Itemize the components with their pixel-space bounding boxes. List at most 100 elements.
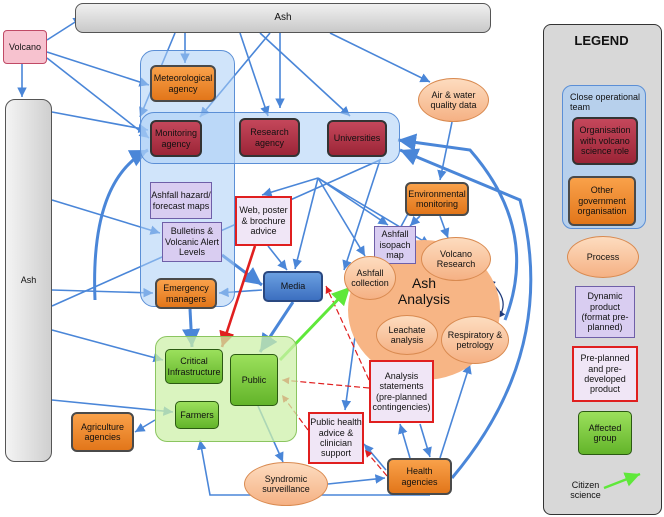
legend-title-text: LEGEND [574, 32, 629, 48]
media-node: Media [263, 271, 323, 302]
leachate-analysis-node: Leachate analysis [376, 315, 438, 355]
emergency-managers-label: Emergency managers [163, 283, 209, 304]
syndromic-surveillance-label: Syndromic surveillance [262, 473, 310, 494]
ash-left-to-emergency-arrow [51, 287, 154, 298]
meteorological-agency-node: Meteorological agency [150, 65, 216, 102]
monitoring-agency-label: Monitoring agency [154, 128, 198, 149]
air-water-quality-label: Air & water quality data [430, 89, 477, 110]
ash-left-to-monitoring-arrow [51, 111, 149, 133]
legend-government-swatch: Other government organisation [568, 176, 636, 226]
volcano-to-monitoring-arrow [46, 57, 150, 139]
ash-top-bar: Ash [75, 3, 491, 33]
legend-preplanned-swatch: Pre-planned and pre-developed product [572, 346, 638, 402]
critical-infrastructure-label: Critical Infrastructure [167, 356, 221, 377]
environmental-monitoring-label: Environmental monitoring [408, 188, 466, 209]
public-health-label: Public health advice & clinician support [310, 417, 362, 459]
web-to-media-arrow [267, 245, 288, 271]
ashfall-hazard-node: Ashfall hazard/ forecast maps [150, 182, 212, 219]
legend-preplanned-label: Pre-planned and pre-developed product [580, 353, 630, 395]
legend-organisation-swatch: Organisation with volcano science role [572, 117, 638, 165]
legend-citizen-arrow [603, 472, 641, 490]
ashfall-collection-node: Ashfall collection [344, 256, 396, 300]
air-water-quality-node: Air & water quality data [418, 78, 489, 122]
legend-citizen-label: Citizen science [570, 480, 601, 501]
volcano-label: Volcano [8, 41, 42, 52]
environmental-monitoring-node: Environmental monitoring [405, 182, 469, 216]
row-fan-media-arrow [292, 177, 319, 270]
public-label: Public [241, 374, 267, 385]
volcano-node: Volcano [3, 30, 47, 64]
health-to-analysis-arrow [398, 423, 411, 459]
research-agency-label: Research agency [250, 127, 289, 148]
env-to-isopach-arrow [409, 215, 421, 227]
web-poster-label: Web, poster & brochure advice [239, 205, 288, 237]
health-to-public-health-red-arrow [364, 449, 388, 477]
legend-dynamic-swatch: Dynamic product (format pre-planned) [575, 286, 635, 338]
legend-affected-swatch: Affected group [578, 411, 632, 455]
farmers-node: Farmers [175, 401, 219, 429]
health-to-public-health-arrow [363, 443, 387, 471]
legend-team-label: Close operational team [570, 92, 641, 113]
universities-node: Universities [327, 120, 387, 157]
volcano-to-meteorological-arrow [46, 51, 150, 87]
leachate-analysis-label: Leachate analysis [388, 324, 426, 345]
respiratory-petrology-node: Respiratory & petrology [441, 316, 509, 364]
ashfall-isopach-label: Ashfall isopach map [379, 229, 411, 261]
bulletins-node: Bulletins & Volcanic Alert Levels [162, 222, 222, 262]
analysis-statements-label: Analysis statements (pre-planned conting… [372, 370, 431, 412]
bulletins-label: Bulletins & Volcanic Alert Levels [164, 226, 220, 258]
legend-affected-label: Affected group [588, 422, 622, 443]
syndromic-to-health-arrow [327, 474, 386, 485]
row-fan-web-arrow [261, 177, 319, 197]
public-health-node: Public health advice & clinician support [308, 412, 364, 464]
health-to-respiratory-arrow [439, 363, 472, 459]
syndromic-surveillance-node: Syndromic surveillance [244, 462, 328, 506]
health-agencies-node: Health agencies [387, 458, 452, 495]
volcano-research-node: Volcano Research [421, 237, 491, 281]
emergency-managers-node: Emergency managers [155, 278, 217, 309]
legend-government-label: Other government organisation [577, 185, 627, 217]
health-to-universities-arrow [399, 148, 533, 479]
media-label: Media [280, 281, 306, 292]
analysis-statements-node: Analysis statements (pre-planned conting… [369, 360, 434, 423]
left-loop-to-monitoring-arrow [93, 148, 149, 301]
volcano-research-label: Volcano Research [436, 248, 476, 269]
legend-dynamic-label: Dynamic product (format pre-planned) [581, 291, 629, 333]
analysis-to-health-arrow [419, 423, 432, 458]
web-to-critical-arrow [219, 245, 257, 348]
ash-left-to-critical-arrow [51, 329, 164, 363]
respiratory-petrology-label: Respiratory & petrology [447, 329, 503, 350]
health-to-green-box-arrow [196, 439, 430, 496]
ash-left-bar: Ash [5, 99, 52, 462]
critical-infrastructure-node: Critical Infrastructure [165, 349, 223, 384]
env-to-volcano-research-arrow [439, 215, 450, 239]
universities-label: Universities [333, 133, 381, 144]
ash-analysis-title: Ash Analysis [394, 274, 454, 307]
legend-process-swatch: Process [567, 236, 639, 278]
public-node: Public [230, 354, 278, 406]
farmers-label: Farmers [180, 409, 214, 420]
legend-title: LEGEND [543, 30, 660, 52]
ashfall-hazard-label: Ashfall hazard/ forecast maps [151, 190, 211, 211]
meteorological-agency-label: Meteorological agency [153, 73, 213, 94]
ash-top-to-research-arrow [239, 32, 270, 117]
ash-analysis-label: Ash Analysis [397, 274, 451, 307]
health-agencies-label: Health agencies [401, 466, 438, 487]
ashfall-collection-label: Ashfall collection [351, 267, 389, 288]
monitoring-agency-node: Monitoring agency [150, 120, 202, 157]
air-water-to-env-arrow [437, 121, 453, 181]
green-to-agriculture-arrow [134, 419, 156, 433]
ash-top-to-universities-arrow [259, 32, 351, 117]
legend-organisation-label: Organisation with volcano science role [579, 125, 631, 157]
ash-top-label: Ash [274, 12, 292, 24]
research-agency-node: Research agency [239, 118, 300, 157]
legend-process-label: Process [586, 251, 620, 262]
respiratory-to-universities-arrow [397, 133, 519, 321]
row-fan-collection-arrow [317, 177, 366, 257]
web-poster-node: Web, poster & brochure advice [235, 196, 292, 246]
agriculture-agencies-node: Agriculture agencies [71, 412, 134, 452]
ash-top-to-air-water-arrow [329, 32, 431, 83]
ash-left-to-farmers-arrow [51, 399, 174, 416]
